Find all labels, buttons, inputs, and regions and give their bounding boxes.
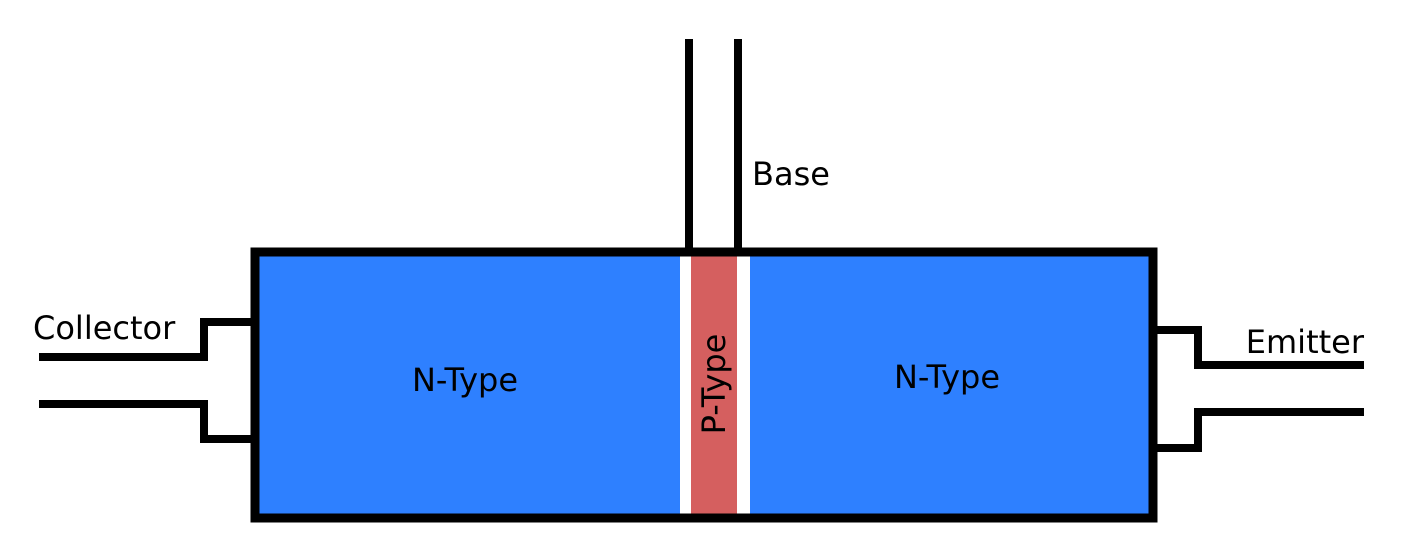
n-type-region-right — [750, 252, 1153, 518]
collector-label: Collector — [33, 309, 176, 347]
transistor-body-outline — [250, 247, 1158, 523]
emitter-lead-top — [1153, 326, 1364, 369]
p-type-region — [691, 252, 737, 518]
emitter-lead-bottom — [1153, 408, 1364, 452]
p-type-label: P-Type — [695, 334, 733, 435]
n-type-label-right: N-Type — [894, 358, 1000, 396]
emitter-label: Emitter — [1246, 323, 1365, 361]
base-label: Base — [752, 155, 830, 193]
collector-lead-top — [39, 318, 255, 361]
n-type-region-left — [255, 252, 680, 518]
collector-lead-bottom — [39, 400, 255, 443]
n-type-label-left: N-Type — [412, 361, 518, 399]
